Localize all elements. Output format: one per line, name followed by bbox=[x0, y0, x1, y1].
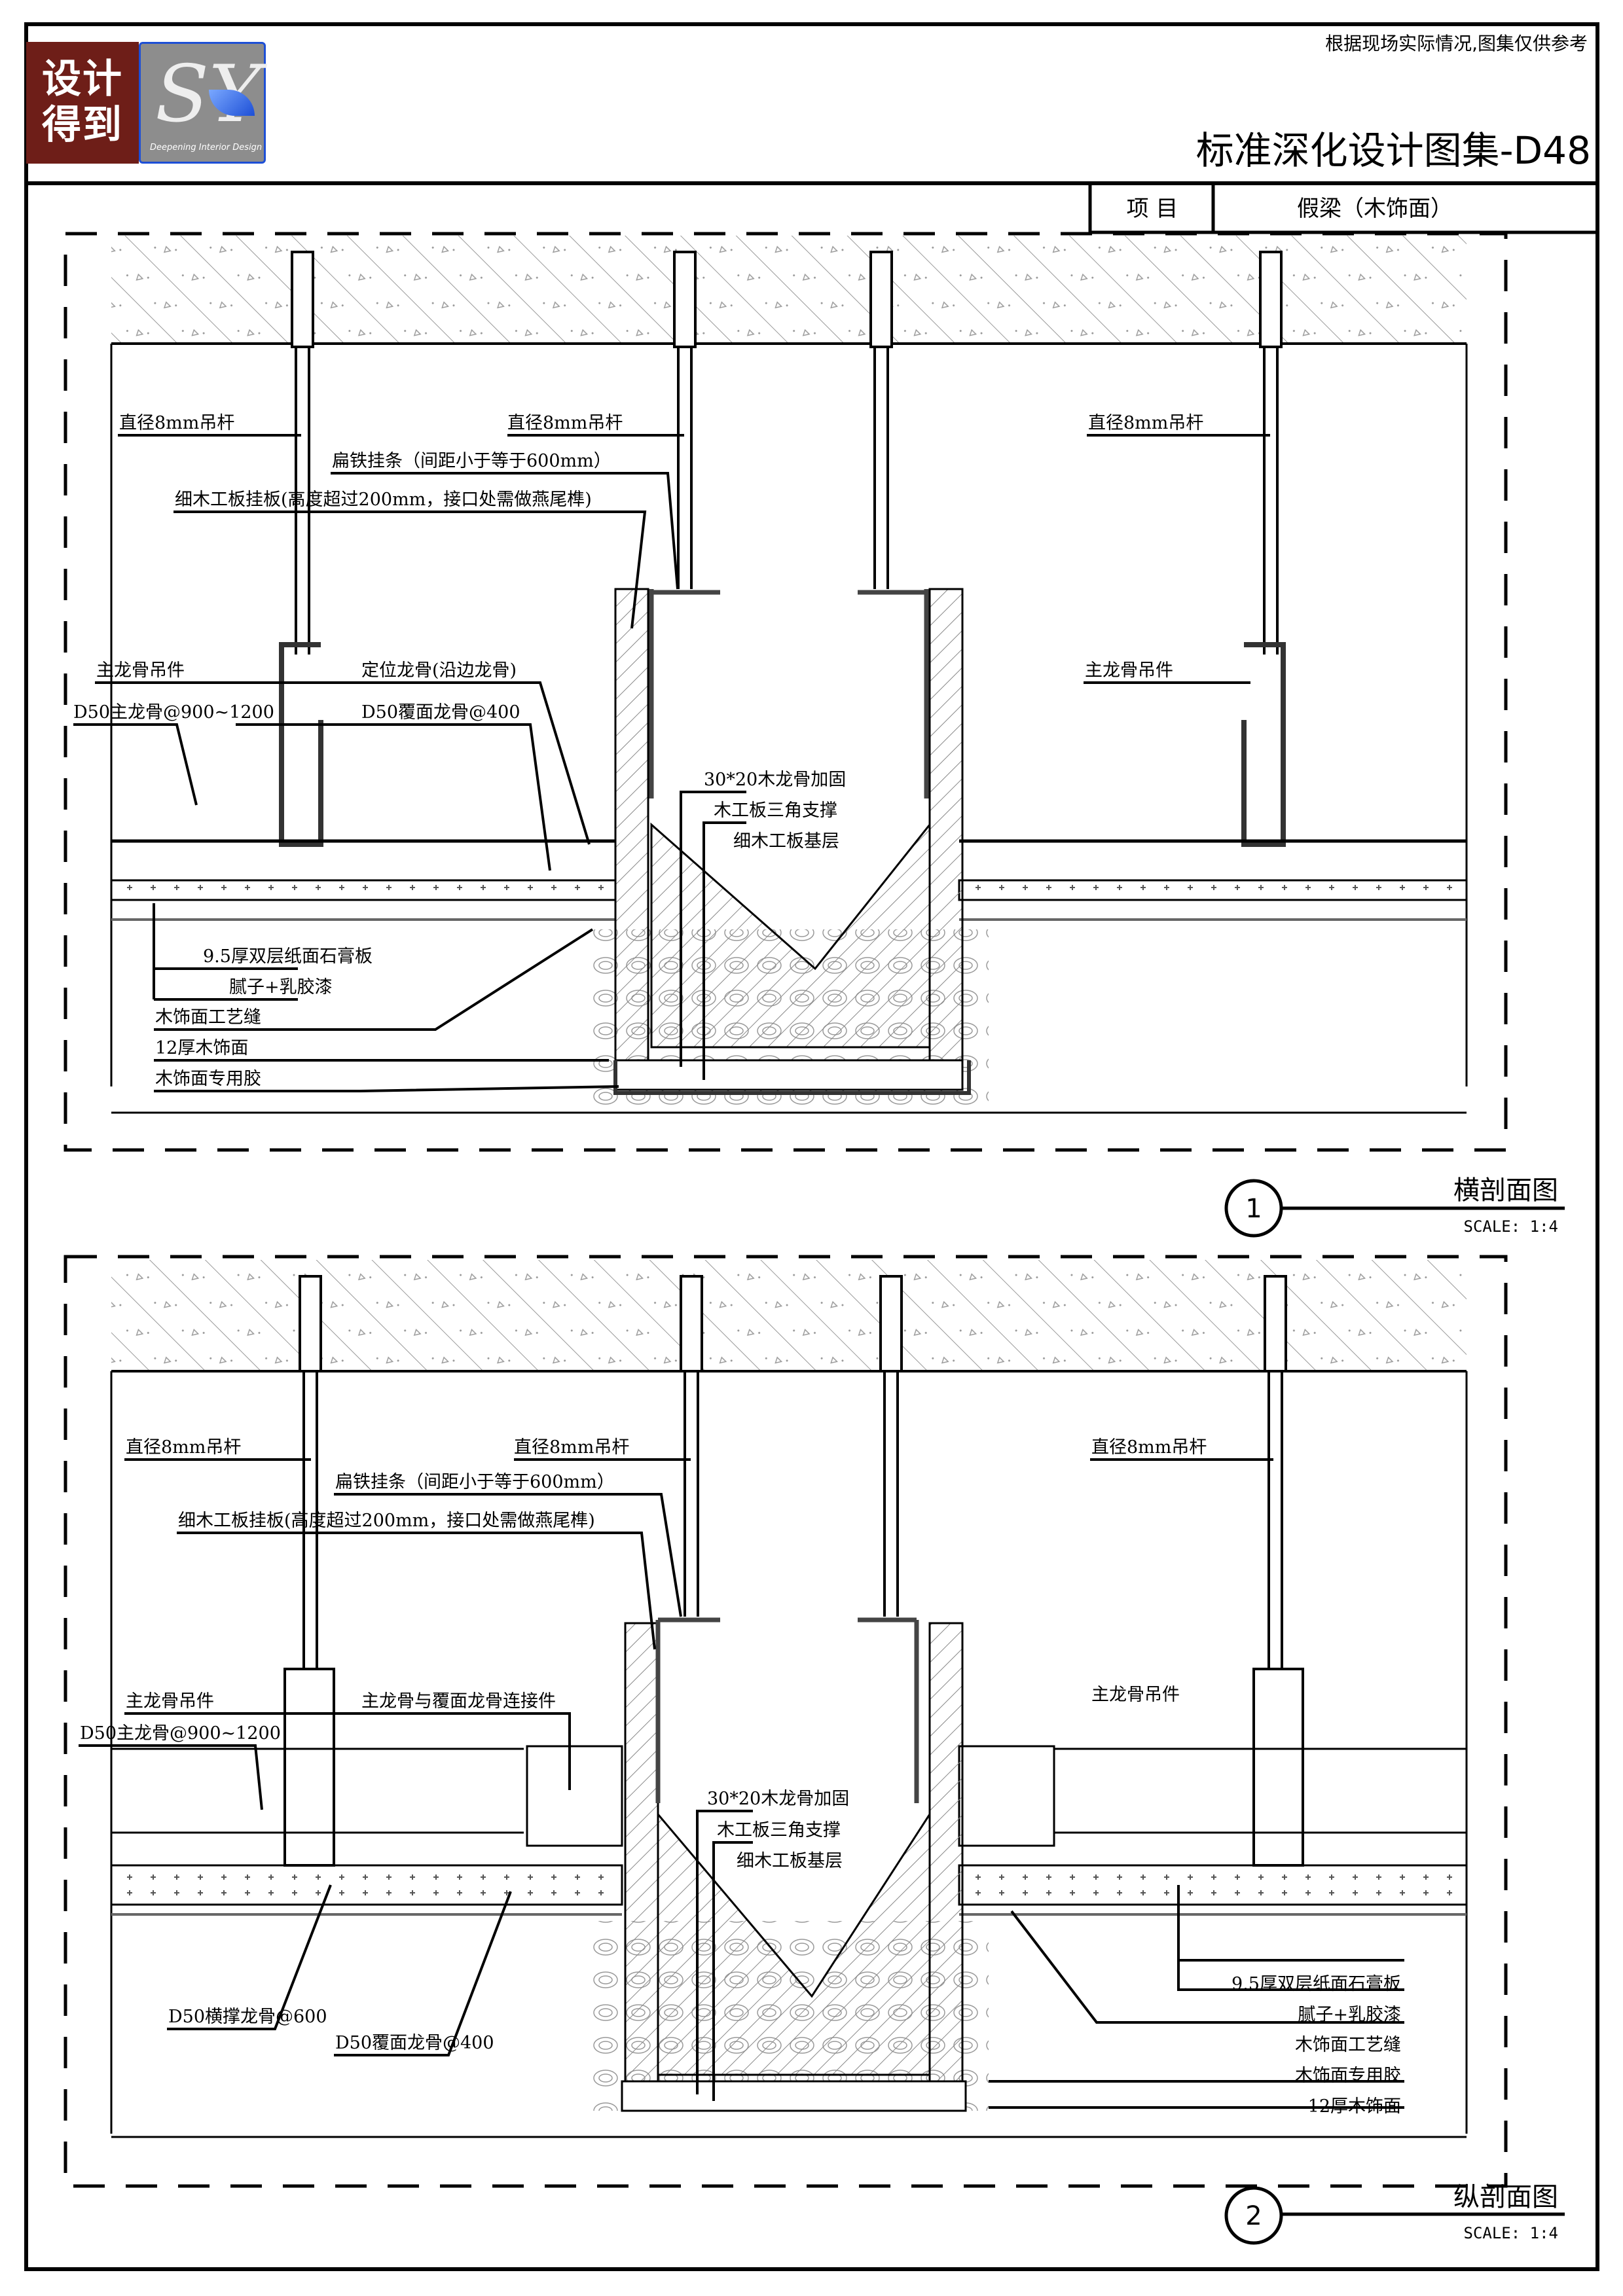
label-seam: 木饰面工艺缝 bbox=[155, 1007, 261, 1028]
logo-line2: 得到 bbox=[42, 102, 123, 148]
section1-dashed-frame bbox=[64, 232, 1508, 1152]
page-title: 标准深化设计图集-D48 bbox=[1196, 128, 1591, 173]
label-rod-right: 直径8mm吊杆 bbox=[1088, 413, 1203, 433]
board-panel-left bbox=[614, 588, 649, 1062]
label-cover-keel: D50覆面龙骨@400 bbox=[361, 702, 520, 723]
label2-rod-left: 直径8mm吊杆 bbox=[126, 1437, 241, 1458]
label-veneer: 12厚木饰面 bbox=[155, 1038, 248, 1058]
label2-connector: 主龙骨与覆面龙骨连接件 bbox=[361, 1691, 556, 1712]
section2-drawing bbox=[64, 1255, 1565, 2245]
board-panel-right bbox=[928, 588, 964, 1062]
board-panel-2-left bbox=[624, 1622, 659, 2083]
gypsum-board-2-left bbox=[110, 1864, 623, 1906]
label-board-hang: 细木工板挂板(高度超过200mm，接口处需做燕尾榫) bbox=[175, 490, 592, 510]
section2-scale: SCALE: 1:4 bbox=[1464, 2224, 1559, 2242]
label-hanger-right: 主龙骨吊件 bbox=[1085, 660, 1173, 681]
label2-cover-keel: D50覆面龙骨@400 bbox=[335, 2033, 494, 2053]
label-paint: 腻子+乳胶漆 bbox=[229, 977, 333, 997]
concrete-slab-2 bbox=[111, 1260, 1467, 1371]
label2-hanger-left: 主龙骨吊件 bbox=[126, 1691, 214, 1712]
label-flat-iron: 扁铁挂条（间距小于等于600mm） bbox=[332, 451, 611, 471]
disclaimer-note: 根据现场实际情况,图集仅供参考 bbox=[1325, 33, 1588, 54]
gypsum-board-left bbox=[110, 879, 617, 901]
section1-scale: SCALE: 1:4 bbox=[1464, 1217, 1559, 1236]
gypsum-board-2-right bbox=[958, 1864, 1468, 1906]
label2-flat-iron: 扁铁挂条（间距小于等于600mm） bbox=[335, 1472, 615, 1492]
label2-base-layer: 细木工板基层 bbox=[737, 1851, 843, 1871]
logo-mark: SY Deepening Interior Design bbox=[139, 42, 266, 164]
board-panel-2-right bbox=[928, 1622, 964, 2083]
label2-rod-right: 直径8mm吊杆 bbox=[1091, 1437, 1207, 1458]
section2-number: 2 bbox=[1245, 2201, 1262, 2231]
label2-triangle: 木工板三角支撑 bbox=[717, 1820, 841, 1840]
section2-title: 纵剖面图 bbox=[1453, 2182, 1558, 2212]
label-gypsum: 9.5厚双层纸面石膏板 bbox=[203, 946, 373, 967]
logo-line1: 设计 bbox=[42, 56, 123, 102]
connector-right bbox=[958, 1745, 1055, 1847]
logo-tagline: Deepening Interior Design bbox=[150, 143, 263, 152]
sheet-border bbox=[24, 22, 1599, 2271]
label-rod-mid: 直径8mm吊杆 bbox=[507, 413, 623, 433]
base-board bbox=[614, 1059, 964, 1091]
label-rod-left: 直径8mm吊杆 bbox=[119, 413, 234, 433]
leader-lines-2 bbox=[79, 1458, 1404, 2109]
triangle-support bbox=[650, 821, 931, 1049]
label-base-layer: 细木工板基层 bbox=[733, 831, 839, 852]
item-value: 假梁（木饰面） bbox=[1297, 196, 1453, 222]
triangle-support-2 bbox=[657, 1810, 931, 2076]
label-locate-keel: 定位龙骨(沿边龙骨) bbox=[361, 660, 517, 681]
label2-gypsum: 9.5厚双层纸面石膏板 bbox=[1231, 1974, 1401, 1994]
label-wood-keel: 30*20木龙骨加固 bbox=[704, 770, 846, 790]
concrete-slab bbox=[111, 236, 1467, 344]
logo-sy-glyph: SY bbox=[155, 49, 261, 140]
section1-title: 横剖面图 bbox=[1453, 1175, 1558, 1206]
section1-drawing bbox=[64, 232, 1565, 1238]
label2-hanger-right: 主龙骨吊件 bbox=[1091, 1685, 1180, 1705]
label2-seam: 木饰面工艺缝 bbox=[1295, 2035, 1401, 2055]
label2-paint: 腻子+乳胶漆 bbox=[1298, 2005, 1401, 2025]
gypsum-board-right bbox=[958, 879, 1468, 901]
label-hanger-left: 主龙骨吊件 bbox=[96, 660, 185, 681]
label2-rod-mid: 直径8mm吊杆 bbox=[514, 1437, 629, 1458]
label2-wood-keel: 30*20木龙骨加固 bbox=[707, 1789, 849, 1809]
hanger-rods bbox=[291, 251, 1283, 655]
leader-lines-1 bbox=[73, 434, 1270, 1092]
logo-text-block: 设计 得到 bbox=[26, 42, 139, 164]
label-triangle: 木工板三角支撑 bbox=[714, 800, 837, 821]
section2-dashed-frame bbox=[64, 1255, 1508, 2188]
label2-board-hang: 细木工板挂板(高度超过200mm，接口处需做燕尾榫) bbox=[178, 1511, 595, 1531]
label2-cross-keel: D50横撑龙骨@600 bbox=[168, 2007, 327, 2027]
section1-number: 1 bbox=[1245, 1194, 1262, 1224]
label2-main-keel: D50主龙骨@900~1200 bbox=[80, 1723, 281, 1744]
label2-veneer: 12厚木饰面 bbox=[1308, 2096, 1401, 2117]
label2-glue: 木饰面专用胶 bbox=[1295, 2066, 1401, 2086]
connector-left bbox=[526, 1745, 623, 1847]
base-board-2 bbox=[621, 2080, 967, 2112]
main-keel-hangers bbox=[279, 642, 1286, 847]
label-glue: 木饰面专用胶 bbox=[155, 1069, 261, 1089]
item-label: 项 目 bbox=[1127, 196, 1178, 222]
label-main-keel: D50主龙骨@900~1200 bbox=[73, 702, 274, 723]
